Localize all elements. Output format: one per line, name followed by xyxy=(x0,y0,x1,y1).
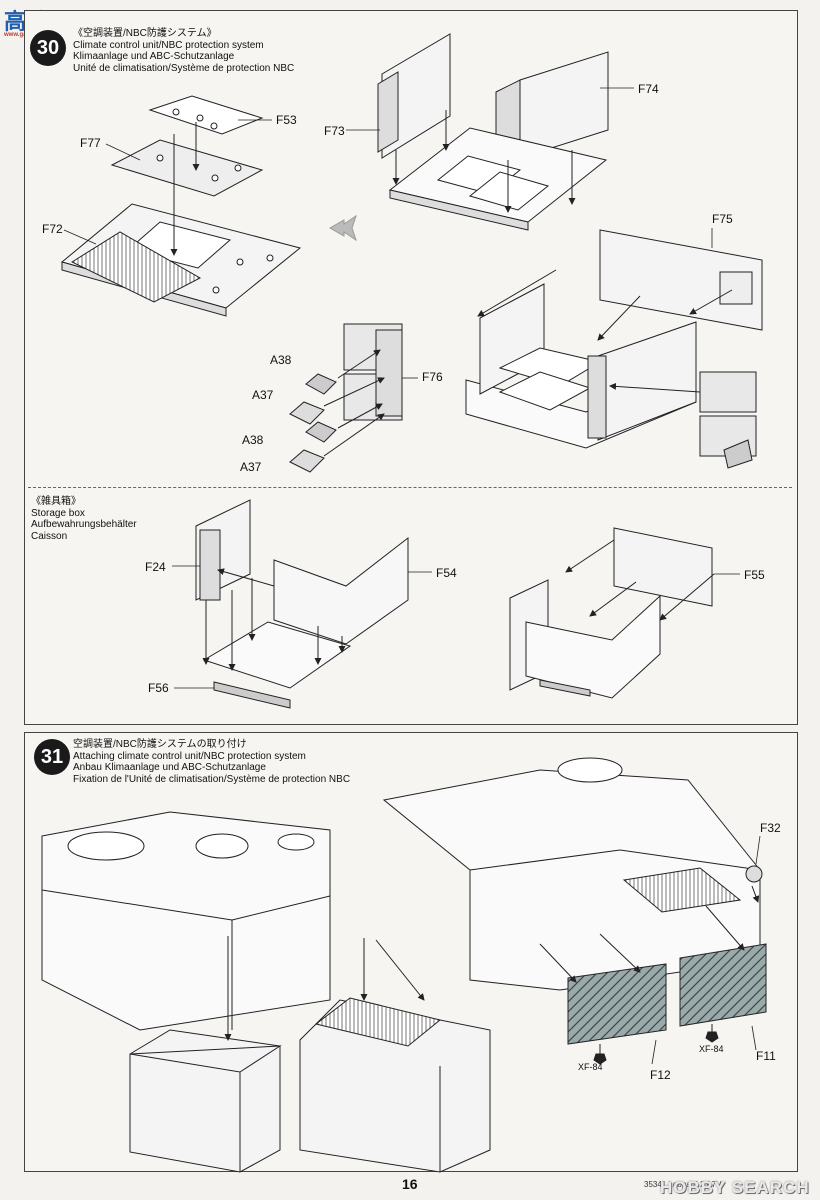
label-f53: F53 xyxy=(276,113,297,127)
label-f75: F75 xyxy=(712,212,733,226)
page-number: 16 xyxy=(402,1176,418,1192)
label-f24: F24 xyxy=(145,560,166,574)
step-31-title-fr: Fixation de l'Unité de climatisation/Sys… xyxy=(73,773,351,785)
label-f56: F56 xyxy=(148,681,169,695)
label-f74: F74 xyxy=(638,82,659,96)
storage-title-en: Storage box xyxy=(31,507,85,519)
step-31-number: 31 xyxy=(34,739,70,775)
section-divider xyxy=(28,487,792,488)
hobby-search-watermark: HOBBY SEARCH xyxy=(660,1178,810,1197)
step-31-title-de: Anbau Klimaanlage und ABC-Schutzanlage xyxy=(73,762,266,773)
step-31-title-jp: 空調装置/NBC防護システムの取り付け xyxy=(73,739,247,750)
step-30-title-jp: 《空調装置/NBC防護システム》 xyxy=(73,28,217,39)
step-31-title-en: Attaching climate control unit/NBC prote… xyxy=(73,750,306,762)
label-f12: F12 xyxy=(650,1068,671,1082)
label-f76: F76 xyxy=(422,370,443,384)
label-f77: F77 xyxy=(80,136,101,150)
label-xf84-1: XF-84 xyxy=(578,1062,603,1072)
label-f55: F55 xyxy=(744,568,765,582)
label-f11: F11 xyxy=(756,1049,776,1063)
storage-header: 《雑具箱》 Storage box Aufbewahrungsbehälter … xyxy=(31,496,137,542)
label-a38-2: A38 xyxy=(242,433,264,447)
label-a37-2: A37 xyxy=(240,460,262,474)
step-30-title-en: Climate control unit/NBC protection syst… xyxy=(73,39,264,51)
step-31-panel xyxy=(24,732,798,1172)
step-31-header: 空調装置/NBC防護システムの取り付け Attaching climate co… xyxy=(73,739,350,785)
step-30-title-fr: Unité de climatisation/Système de protec… xyxy=(73,62,295,74)
label-f73: F73 xyxy=(324,124,345,138)
label-f32: F32 xyxy=(760,821,781,835)
step-30-header: 《空調装置/NBC防護システム》 Climate control unit/NB… xyxy=(73,28,294,74)
step-30-panel xyxy=(24,10,798,725)
label-a38-1: A38 xyxy=(270,353,292,367)
step-30-number: 30 xyxy=(30,30,66,66)
storage-title-de: Aufbewahrungsbehälter xyxy=(31,519,137,530)
storage-title-jp: 《雑具箱》 xyxy=(31,496,81,507)
storage-title-fr: Caisson xyxy=(31,530,68,542)
step-30-title-de: Klimaanlage und ABC-Schutzanlage xyxy=(73,51,235,62)
footer-code: 35341 Leopard 2 A7V xyxy=(644,1180,722,1189)
label-f54: F54 xyxy=(436,566,457,580)
label-xf84-2: XF-84 xyxy=(699,1044,724,1054)
label-a37-1: A37 xyxy=(252,388,274,402)
label-f72: F72 xyxy=(42,222,63,236)
